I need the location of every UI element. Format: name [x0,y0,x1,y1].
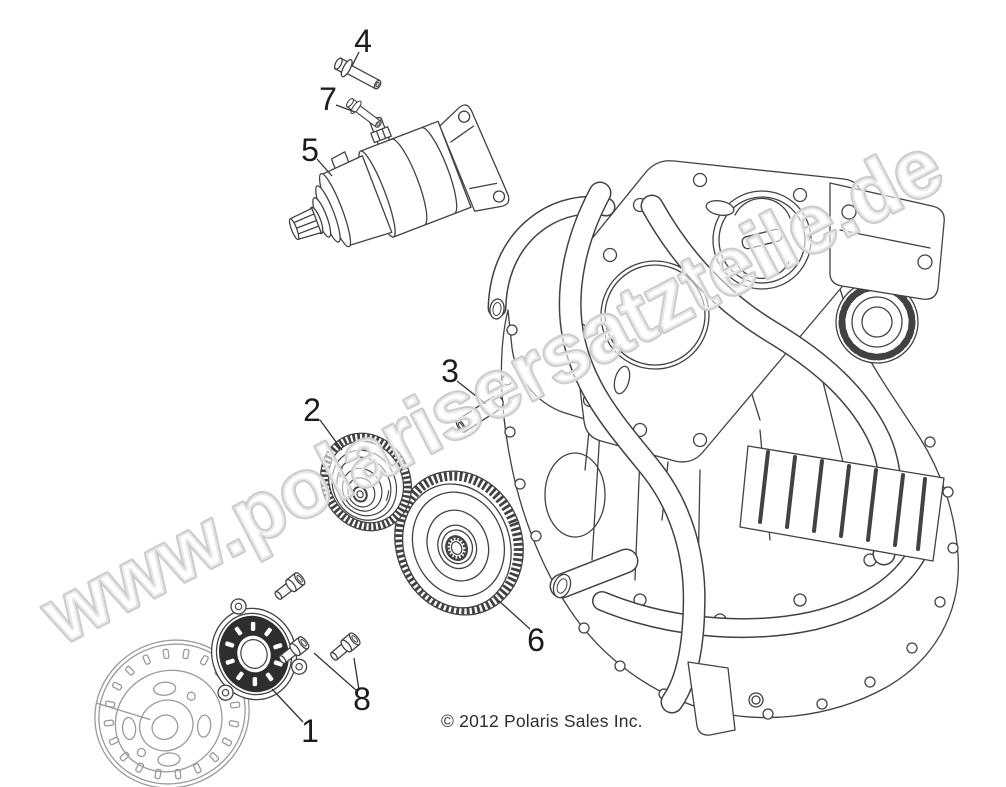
callout-4: 4 [354,23,372,59]
callout-8: 8 [353,681,371,717]
callout-7: 7 [319,81,337,117]
engine-bracket-drawing [829,182,945,300]
callout-3: 3 [441,353,459,389]
callout-2: 2 [303,392,321,428]
clutch-screw-icons [271,570,363,668]
callout-6: 6 [527,622,545,658]
engine-louvers-drawing [739,445,945,562]
dowel-pin-drawing [455,395,504,433]
leader-lines [271,51,531,723]
callout-5: 5 [301,132,319,168]
starter-bolt-icons [330,53,386,132]
ring-gear-drawing [394,470,524,616]
one-way-clutch-drawing [210,598,308,701]
callout-1: 1 [301,713,319,749]
copyright-text: © 2012 Polaris Sales Inc. [441,711,643,731]
engine-assembly-drawing [487,160,960,736]
idler-gear-drawing [320,432,412,532]
head-gasket-drawing [566,160,868,463]
starter-motor-drawing [288,104,510,248]
oil-filter-drawing [835,280,919,364]
